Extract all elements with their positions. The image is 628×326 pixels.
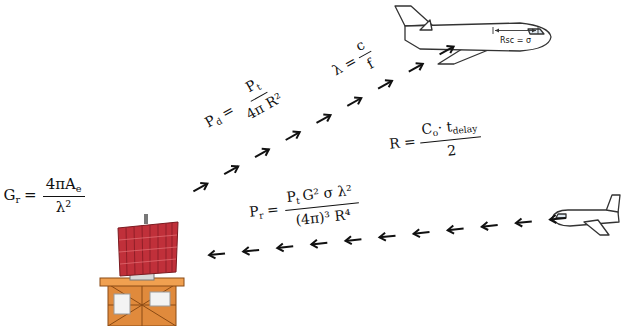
formula-text: = — [219, 101, 237, 121]
arrow-head — [262, 149, 269, 156]
formula-text: G — [3, 186, 15, 204]
fraction: PtG² σ λ² (4π)³ R⁴ — [282, 182, 361, 229]
denominator: (4π)³ R⁴ — [291, 204, 354, 228]
arrow-head — [448, 226, 454, 234]
numerator: Co· tdelay — [418, 115, 481, 143]
arrow-head — [446, 46, 453, 53]
signal-arrows — [193, 46, 566, 258]
formula-text: c — [352, 37, 367, 55]
rcs-box: Rsc = σ — [500, 36, 531, 45]
radar-formula: λ =cf — [322, 34, 381, 89]
fraction: Pt4π R² — [229, 67, 287, 123]
arrow-head — [354, 97, 361, 104]
arrow-head — [416, 63, 423, 70]
formula-subscript: r — [258, 211, 263, 221]
formula-subscript: r — [15, 194, 20, 205]
formula-text: = — [24, 186, 37, 204]
arrow-shaft — [286, 132, 300, 140]
formula-text: (4π)³ R⁴ — [295, 206, 352, 228]
arrow-head — [385, 80, 392, 87]
arrow-head — [209, 251, 215, 259]
arrow-shaft — [255, 149, 269, 157]
formula-subscript: t — [296, 196, 301, 206]
denominator: f — [360, 53, 379, 74]
arrow-shaft — [378, 81, 392, 89]
aircraft-returning — [552, 195, 620, 235]
radar-antenna — [118, 214, 178, 276]
aircraft-outgoing — [395, 6, 551, 64]
formula-text: 4πA — [46, 175, 76, 193]
arrow-head — [231, 166, 238, 173]
radar-formula: Pr= PtG² σ λ² (4π)³ R⁴ — [247, 181, 363, 232]
formula-text: 2 — [446, 142, 457, 159]
formula-text: λ² — [56, 198, 72, 216]
radar-formula: Gr=4πAeλ² — [3, 176, 86, 217]
arrow-head — [311, 240, 317, 248]
arrow-head — [516, 219, 522, 227]
formula-text: λ = — [329, 52, 359, 78]
formula-text: C — [421, 120, 433, 137]
formula-subscript: delay — [452, 124, 478, 137]
formula-text: P — [248, 203, 259, 220]
arrow-head — [243, 247, 249, 255]
formula-text: · t — [437, 118, 453, 135]
radar-formula: R =Co· tdelay2 — [385, 115, 485, 165]
formula-text: G² σ λ² — [301, 182, 352, 203]
arrow-head — [482, 222, 488, 230]
denominator: 4π R² — [240, 86, 288, 124]
arrow-head — [323, 115, 330, 122]
arrow-shaft — [317, 115, 331, 123]
fraction: 4πAeλ² — [43, 176, 85, 217]
formula-text: P — [285, 188, 296, 205]
arrow-shaft — [440, 47, 454, 55]
radar-tower — [100, 268, 184, 326]
arrow-head — [550, 215, 556, 223]
denominator: 2 — [443, 139, 460, 159]
formula-subscript: e — [76, 183, 82, 194]
arrow-shaft — [409, 64, 423, 72]
arrow-head — [277, 243, 283, 251]
arrow-shaft — [193, 184, 207, 192]
formula-text: = — [266, 201, 279, 218]
fraction: Co· tdelay2 — [418, 115, 483, 161]
formula-text: R = — [388, 133, 416, 152]
arrow-head — [414, 229, 420, 237]
arrow-head — [293, 132, 300, 139]
arrow-shaft — [347, 98, 361, 106]
rcs-label: Rsc = σ — [500, 36, 531, 45]
arrow-head — [200, 183, 207, 190]
arrow-head — [346, 236, 352, 244]
arrow-shaft — [224, 166, 238, 174]
formula-text: f — [364, 56, 376, 73]
numerator: 4πAe — [43, 176, 85, 198]
radar-formula: Pd=Pt4π R² — [197, 66, 289, 141]
denominator: λ² — [53, 197, 75, 216]
arrow-head — [380, 233, 386, 241]
